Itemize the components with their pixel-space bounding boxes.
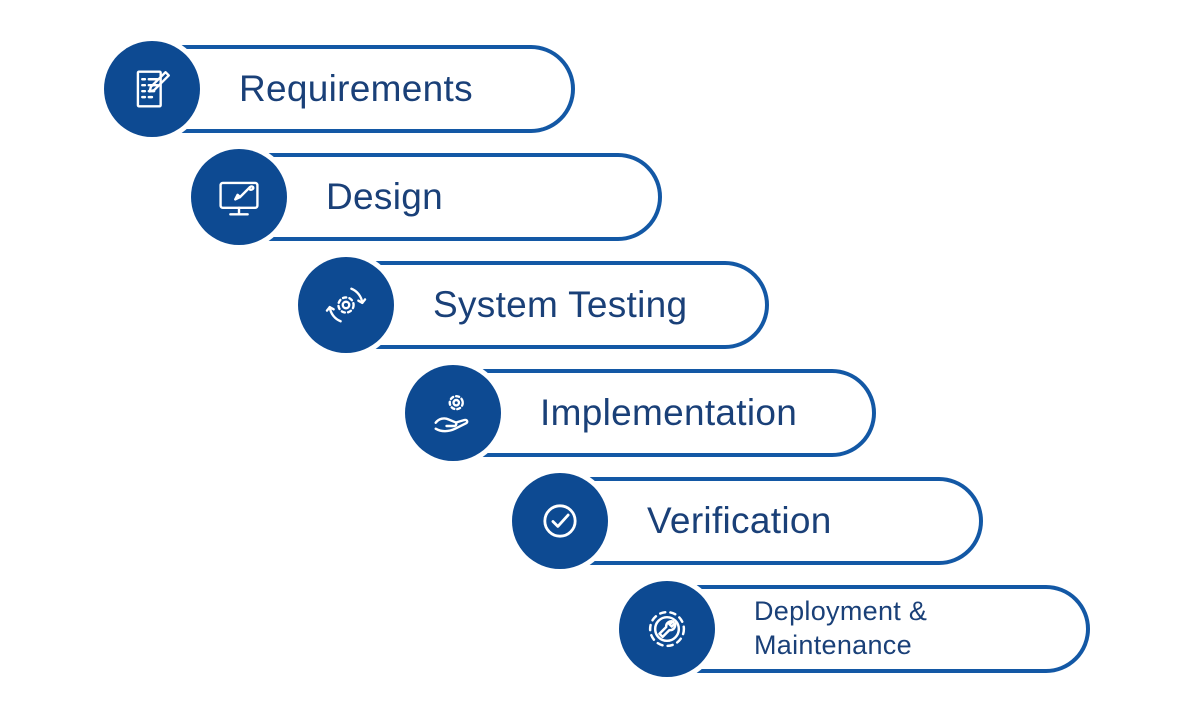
gear-wrench-icon	[648, 610, 686, 648]
stage-label: Requirements	[239, 68, 473, 109]
stage-icon-badge	[298, 257, 394, 353]
stage-requirements: Requirements	[104, 41, 575, 137]
stage-label: Deployment & Maintenance	[754, 596, 928, 660]
stage-icon-badge	[512, 473, 608, 569]
stage-deployment-maintenance: Deployment & Maintenance	[619, 581, 1090, 677]
check-circle-icon	[543, 504, 577, 538]
hand-gear-icon	[434, 395, 469, 433]
stage-label: Verification	[647, 500, 832, 541]
stage-verification: Verification	[512, 473, 983, 569]
stage-label: System Testing	[433, 284, 688, 325]
stage-design: Design	[191, 149, 662, 245]
stage-system-testing: System Testing	[298, 257, 769, 353]
stage-label: Implementation	[540, 392, 798, 433]
stage-implementation: Implementation	[405, 365, 876, 461]
stage-icon-badge	[191, 149, 287, 245]
checklist-pencil-icon	[136, 70, 170, 108]
stage-icon-badge	[619, 581, 715, 677]
sync-arrows-gear-icon	[325, 287, 367, 323]
monitor-paintbrush-icon	[219, 181, 259, 216]
stage-label: Design	[326, 176, 443, 217]
stage-icon-badge	[405, 365, 501, 461]
stage-icon-badge	[104, 41, 200, 137]
